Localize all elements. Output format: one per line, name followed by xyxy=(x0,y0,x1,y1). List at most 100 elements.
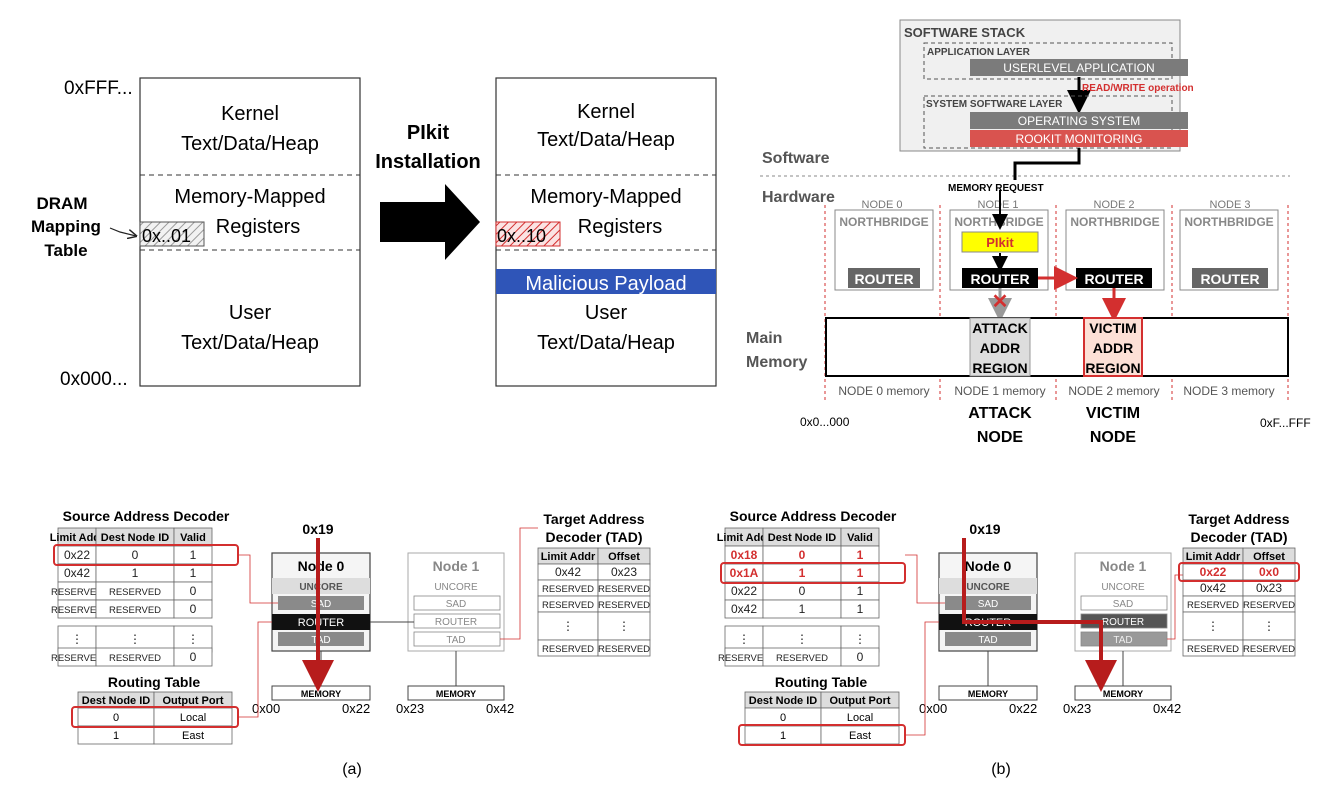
tad-subtitle: Decoder (TAD) xyxy=(546,529,643,545)
rt-cell: East xyxy=(849,730,871,742)
sad-cell: 0 xyxy=(190,602,197,616)
tad-cell: 0x0 xyxy=(1259,565,1279,579)
installation-arrow-icon xyxy=(380,184,480,260)
malicious-payload-label: Malicious Payload xyxy=(525,273,686,295)
svg-text:DRAM: DRAM xyxy=(37,194,88,213)
node2-memory-label: NODE 2 memory xyxy=(1068,384,1159,398)
sad-header: Valid xyxy=(847,532,873,544)
mmr-label: Memory-Mapped xyxy=(174,186,325,208)
router-2 xyxy=(1076,268,1152,288)
node1-sad-unit xyxy=(413,595,501,611)
numa-architecture-diagram: SOFTWARE STACK APPLICATION LAYER USERLEV… xyxy=(746,19,1311,446)
sad-cell: 1 xyxy=(799,602,806,616)
tad-cell: ⋮ xyxy=(562,619,574,633)
memory0-label: MEMORY xyxy=(301,689,341,699)
node0-memory-label: NODE 0 memory xyxy=(838,384,929,398)
blocked-x-icon: ✕ xyxy=(992,291,1009,313)
tad-cell: RESERVED xyxy=(598,584,650,595)
victim-node-label: VICTIM xyxy=(1086,405,1140,422)
sad-unit-label: SAD xyxy=(978,599,999,610)
node1-sad-label: SAD xyxy=(446,599,467,610)
router-1 xyxy=(962,268,1038,288)
memory0-box xyxy=(938,685,1038,701)
user-label: User xyxy=(229,302,272,324)
kernel-sublabel-after: Text/Data/Heap xyxy=(537,129,675,151)
tad-header: Limit Addr xyxy=(541,551,596,563)
request-path xyxy=(962,538,1117,692)
svg-text:ADDR: ADDR xyxy=(1093,340,1133,356)
sad-header: Limit Addr xyxy=(50,532,105,544)
routing-table-title: Routing Table xyxy=(775,674,867,690)
northbridge-label-0: NORTHBRIDGE xyxy=(839,215,928,229)
rt-cell: Local xyxy=(180,712,206,724)
rt-header: Output Port xyxy=(829,695,890,707)
sad-cell: 0x22 xyxy=(731,584,757,598)
rootkit-box xyxy=(970,130,1188,147)
mmr-sublabel-after: Registers xyxy=(578,216,662,238)
sad-cell: 1 xyxy=(799,566,806,580)
memory-request-label: MEMORY REQUEST xyxy=(948,183,1044,194)
installation-subtitle: Installation xyxy=(375,151,481,173)
sad-unit xyxy=(945,596,1031,610)
os-box xyxy=(970,112,1188,129)
request-label: 0x19 xyxy=(969,521,1000,537)
memory1-box xyxy=(407,685,505,701)
sad-cell: 0x22 xyxy=(64,548,90,562)
tad-cell: RESERVED xyxy=(1187,600,1239,611)
tad-cell: ⋮ xyxy=(1263,619,1275,633)
userlevel-app-box xyxy=(970,59,1188,76)
tad-cell: 0x23 xyxy=(1256,581,1282,595)
application-layer-label: APPLICATION LAYER xyxy=(927,47,1031,58)
rt-cell: 0 xyxy=(113,712,119,724)
addr-top-label: 0xFFF... xyxy=(64,78,133,99)
sad-header: Limit Addr xyxy=(717,532,772,544)
tad-header: Offset xyxy=(608,551,640,563)
sad-cell: 0 xyxy=(799,548,806,562)
node3-memory-label: NODE 3 memory xyxy=(1183,384,1274,398)
node1-memory-label: NODE 1 memory xyxy=(954,384,1045,398)
pikit-label: PIkit xyxy=(986,235,1014,250)
router-label-2: ROUTER xyxy=(1084,271,1143,287)
sad-cell: ⋮ xyxy=(71,632,83,646)
kernel-label: Kernel xyxy=(221,103,279,125)
sad-cell: ⋮ xyxy=(129,632,141,646)
tad-cell: ⋮ xyxy=(618,619,630,633)
victim-region xyxy=(1083,317,1143,377)
addr-label: 0x22 xyxy=(342,701,370,716)
router-label-0: ROUTER xyxy=(854,271,913,287)
svg-text:NODE: NODE xyxy=(1090,429,1137,446)
sad-header: Valid xyxy=(180,532,206,544)
tad-header: Offset xyxy=(1253,551,1285,563)
tad-unit-label: TAD xyxy=(311,635,330,646)
hardware-label: Hardware xyxy=(762,189,835,206)
sad-cell: 0x18 xyxy=(731,548,758,562)
addr-label: 0x00 xyxy=(919,701,947,716)
node1-tad-label: TAD xyxy=(1113,635,1132,646)
attack-region xyxy=(969,317,1031,377)
svg-text:NODE: NODE xyxy=(977,429,1024,446)
sad-cell: RESERVED xyxy=(718,653,770,664)
tad-cell: RESERVED xyxy=(1187,644,1239,655)
addr-end-label: 0xF...FFF xyxy=(1260,416,1311,430)
user-label-after: User xyxy=(585,302,628,324)
tad-cell: 0x42 xyxy=(555,565,581,579)
sad-cell: 1 xyxy=(857,548,864,562)
tad-unit-label: TAD xyxy=(978,635,997,646)
rootkit-label: ROOKIT MONITORING xyxy=(1016,132,1143,146)
os-label: OPERATING SYSTEM xyxy=(1018,114,1140,128)
pikit-box xyxy=(961,231,1039,253)
tad-cell: RESERVED xyxy=(1243,600,1295,611)
addr-start-label: 0x0...000 xyxy=(800,415,850,429)
tad-cell: RESERVED xyxy=(1243,644,1295,655)
request-line xyxy=(1013,148,1081,180)
tad-cell: 0x23 xyxy=(611,565,637,579)
software-stack-title: SOFTWARE STACK xyxy=(904,25,1026,40)
dram-entry-cell xyxy=(139,221,205,247)
software-label: Software xyxy=(762,150,830,167)
sad-cell: ⋮ xyxy=(187,632,199,646)
addr-label: 0x23 xyxy=(396,701,424,716)
uncore-label: UNCORE xyxy=(966,582,1010,593)
sad-cell: RESERVED xyxy=(109,653,161,664)
